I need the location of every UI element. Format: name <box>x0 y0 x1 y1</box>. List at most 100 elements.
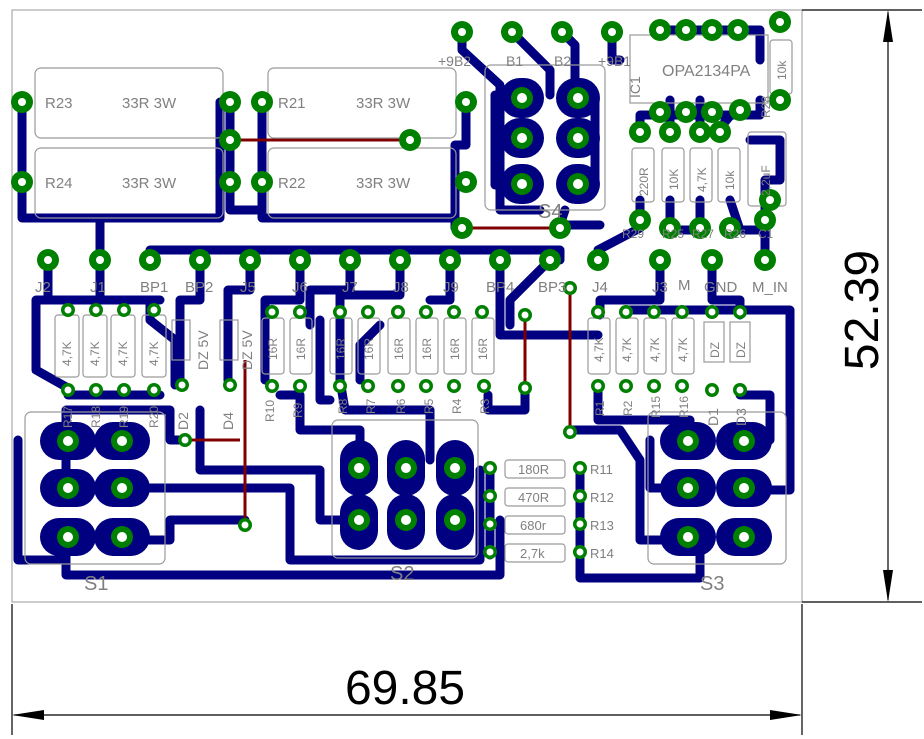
pad-hole <box>226 98 234 106</box>
pad-hole <box>181 436 189 444</box>
trace <box>483 383 530 415</box>
pad-hole <box>354 463 364 473</box>
arrow-left-icon <box>12 710 44 720</box>
pad-hole <box>666 128 674 136</box>
ref-label: R9 <box>291 402 305 418</box>
value-label: 2,7k <box>520 546 545 561</box>
switch-outline <box>647 411 787 565</box>
pad-hole <box>734 26 742 34</box>
pad-hole <box>636 128 644 136</box>
pad-hole <box>708 308 716 316</box>
pad-hole <box>696 224 704 232</box>
trace <box>575 535 705 583</box>
pad-hole <box>150 306 158 314</box>
pad-hole <box>406 136 414 144</box>
pad-hole <box>683 532 693 542</box>
pad-hole <box>226 178 234 186</box>
pad-hole <box>594 308 602 316</box>
pad-hole <box>117 436 127 446</box>
pad-hole <box>622 308 630 316</box>
ref-label: R20 <box>147 406 161 428</box>
pad-hole <box>196 256 204 264</box>
header-label: J7 <box>342 279 358 296</box>
silk-labels: R23 33R 3W R21 33R 3W R24 33R 3W R22 33R… <box>35 53 789 595</box>
ref-label: R6 <box>394 398 408 414</box>
value-label: 4,7K <box>620 337 634 362</box>
switch-label: S3 <box>700 573 724 595</box>
pad-hole <box>258 178 266 186</box>
pad-hole <box>480 382 488 390</box>
value-label: 16R <box>266 338 280 360</box>
pad-hole <box>608 28 616 36</box>
pad-hole <box>354 515 364 525</box>
ref-label: R4 <box>450 398 464 414</box>
diode-body <box>729 321 751 363</box>
pad-hole <box>558 28 566 36</box>
arrow-up-icon <box>883 10 893 42</box>
diode-body <box>219 319 239 361</box>
diode-value: DZ <box>708 342 722 358</box>
value-label: 10k <box>775 60 789 80</box>
pad-hole <box>296 256 304 264</box>
arrow-down-icon <box>883 570 893 602</box>
pad-hole <box>422 308 430 316</box>
value-label: 16R <box>362 338 376 360</box>
diode-body <box>171 319 191 361</box>
value-label: 4,7K <box>695 167 709 192</box>
pad-hole <box>708 108 716 116</box>
ref-label: R26 <box>724 227 746 241</box>
pad-hole <box>296 382 304 390</box>
trace <box>425 255 455 305</box>
ref-label: R23 <box>45 95 73 112</box>
pad-hole <box>573 133 583 143</box>
pad-hole <box>458 224 466 232</box>
trace <box>735 390 775 445</box>
pad-hole <box>462 178 470 186</box>
pad-hole <box>517 93 527 103</box>
ref-label: R29 <box>622 227 644 241</box>
value-label: 470R <box>518 490 549 505</box>
pad-hole <box>696 128 704 136</box>
switch-outline <box>484 64 606 211</box>
ic-outline <box>629 34 769 104</box>
header-label: BP4 <box>486 279 514 296</box>
through-hole-pads <box>11 11 791 559</box>
pad-hole <box>736 308 744 316</box>
pad-hole <box>394 382 402 390</box>
trace <box>275 390 365 465</box>
pad-hole <box>450 382 458 390</box>
ref-label: R11 <box>590 462 613 477</box>
pad-hole <box>683 483 693 493</box>
pad-hole <box>268 308 276 316</box>
pad-hole <box>573 179 583 189</box>
pad-hole <box>401 463 411 473</box>
value-label: 4,7K <box>648 337 662 362</box>
pad-hole <box>521 311 529 319</box>
diode-value: DZ <box>734 342 748 358</box>
pad-hole <box>64 306 72 314</box>
pad-hole <box>708 256 716 264</box>
pad-hole <box>486 520 494 528</box>
pad-hole <box>446 256 454 264</box>
pad-hole <box>422 382 430 390</box>
header-label: BP3 <box>538 279 566 296</box>
pad-hole <box>736 386 744 394</box>
trace <box>355 320 385 385</box>
value-label: 10k <box>723 170 737 190</box>
pad-hole <box>92 386 100 394</box>
ref-label: R8 <box>336 398 350 414</box>
pad-hole <box>636 216 644 224</box>
pad-hole <box>364 308 372 316</box>
ref-label: R5 <box>422 398 436 414</box>
pad-hole <box>622 382 630 390</box>
pad-hole <box>736 106 744 114</box>
ref-label: R21 <box>278 95 306 112</box>
pin-label: +9B1 <box>598 53 631 69</box>
pad-hole <box>761 256 769 264</box>
pad-hole <box>656 108 664 116</box>
ref-label: D1 <box>705 408 721 426</box>
ref-label: R16 <box>677 396 691 418</box>
header-label: J6 <box>292 279 308 296</box>
header-label: GND <box>704 279 738 296</box>
